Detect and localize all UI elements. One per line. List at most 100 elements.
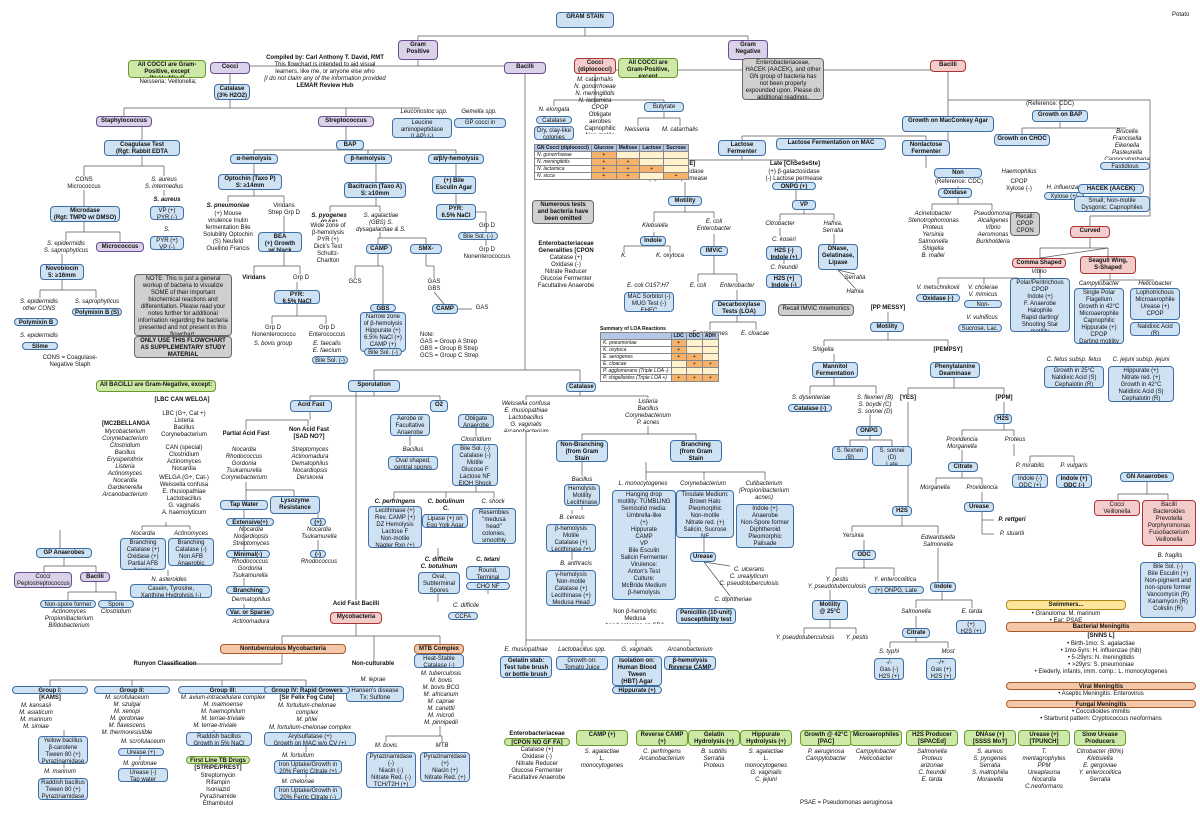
indole2: Indole [930,582,956,592]
all-bacilli-note: All BACILLI are Gram-Negative, except: [96,380,216,392]
odc: ODC [852,550,876,560]
summary-table-title: DNAse (+) [SSSS Mo?] [964,730,1016,746]
loa-table-cell: + [701,374,719,382]
entero-bot: Catalase (+) Oxidase (-) Nitrate Reducer… [508,747,566,781]
cta-table-cell: + [590,151,617,159]
loa-table-cell [685,339,703,347]
mannitol: Mannitol Fermentation [812,362,858,378]
oval-spores: Oval shaped, central spores [388,456,438,470]
hansen: Hansen's disease Tx: Sulfone Dapsone [346,686,404,702]
loa-table-cell: + [670,346,687,354]
all-cocci-sub: Neisseria; Veillonella; Moraxella [139,79,197,85]
h2s4: H2S [892,506,912,516]
spneumoniae: S. pneumoniae [206,203,250,209]
arylsulfatase: Arylsulfatase (+) Growth on MAC w/o CV (… [264,732,356,746]
ssonnei: S. sonnei (D) Late Lactose Fermenter [872,446,912,466]
summary-table-body: S. agalactiae L. monocytogenes G. vagina… [744,749,788,783]
non-culturable: Non-culturable [351,661,395,667]
loa-table-cell: + [670,374,687,382]
klebsiella: Klebsiella [642,223,668,229]
arcanobacterium: Arcanobacterium [667,647,713,653]
loa-table-cell: K. pneumoniae [600,339,672,347]
spyogenes: S. pyogenes (GAS) [311,213,347,222]
gp-bacilli: Bacilli [80,572,110,582]
o2: O2 [430,400,448,412]
cpop-xylose: CPOP Xylose (-) [1006,179,1032,192]
camp: CAMP [366,244,392,254]
non-fermenters: Non Fermenters [934,168,982,178]
var-sparse: Var. or Sparse [226,608,274,616]
pvulgaris: P. vulgaris [1060,463,1088,469]
neisseria: Neisseria [624,127,650,133]
catalase-neg2: Catalase (-) [788,404,832,412]
microdase: Microdase (Rgt: TMPD w/ DMSO) [50,206,120,222]
cta-table-head: Glucose [590,144,617,152]
summary-table-body: T. mentagrophytes PPM Ureaplasma Nocardi… [1022,749,1066,788]
cho: CHO NF [466,582,510,590]
sflex2: S. flexneri (B) S. boydii (C) [832,446,868,460]
arc-desc: β-hemolysis Reverse CAMP (+) [664,656,716,670]
hippurate: Hippurate (+) [612,686,662,694]
pstuartii: P. stuartii [999,531,1025,537]
urease-neg: Urease (-) Tap water bacillus [118,768,168,782]
erhusiopathiae: E. rhusiopathiae [504,647,548,653]
cta-table-cell: N. sicca [534,172,592,180]
imvic: IMViC [700,246,728,256]
sbovis: S. bovis group [253,341,293,347]
group4-list: M. fortuitum-chelonae complex M. phlei M… [277,703,337,723]
corynebacterium: Corynebacterium [680,481,726,487]
cfetus: C. fetus subsp. fetus [1046,357,1102,363]
mycobacteria: Mycobacteria [330,612,382,624]
summary-table-body: Citrobacter (80%) Klebsiella E. gergovia… [1076,749,1124,783]
pos-cocci: Cocci [210,62,250,74]
saureus: S. aureus [153,197,181,203]
cutib-desc: Indole (+) Anaerobe Non-Spore former Dip… [736,504,794,548]
lbc-can: [LBC CAN WELGA] [154,397,210,403]
catalase2: Catalase [566,382,596,392]
culcerans: C. ulcerans C. urealyticum C. pseudotube… [719,567,779,587]
lysozyme: Lysozyme Resistance [270,496,320,514]
growth-macconkey: Growth on MacConkey Agar [902,116,994,132]
compiled-by: Compiled by: Carl Anthony T. David, RMT [266,55,384,61]
aerobe: Aerobe or Facultative Anaerobe [390,414,430,436]
acid-fast: Acid Fast [290,400,332,412]
streptococcus: Streptococcus [318,116,374,127]
styphi: S. typhi [878,649,899,655]
vibrio: Vibrio [1031,269,1047,275]
gvaginalis: G. vaginalis [621,647,653,653]
ctet-desc: Round, Terminal Spores [466,566,510,580]
lyso-pos-list: Nocardia Tsukamurella [301,527,337,540]
fastidious: Fastidious [1100,162,1150,170]
motility2: Motility [870,322,904,332]
gcs: GCS [348,279,362,285]
lmonocytogenes: L. monocytogenes [618,481,668,487]
indole-neg: Indole (-) ODC (+) [1012,474,1048,488]
nonaf-list: Streptomyces Actinomadura Dematophilus N… [291,447,329,481]
root-gram-stain: GRAM STAIN [556,12,614,28]
all-cocci-note: All COCCI are Gram-Positive, except [NeV… [128,60,206,78]
citrobacter: Citrobacter [765,221,795,227]
only-use-note: ONLY USE THIS FLOWCHART AS SUPPLEMENTARY… [134,336,232,358]
cta-table-cell [663,165,689,173]
pyr65b: PYR: 6.5% NaCl [436,204,476,220]
grpd-ent2: Grp D Enterococcus [478,223,495,229]
corner-label: Potato [1172,12,1190,18]
curved: Curved [1070,226,1110,238]
hacek-desc: Small; Non-motile Dysgonic; Capnophiles [1074,196,1150,212]
cfreundii: C. freundii [770,265,798,271]
providencia: Providencia [966,485,998,491]
loa-table-cell: K. oxytoca [600,346,672,354]
mmarinum: M. marinum [44,769,76,775]
connector-line [837,269,856,275]
vmetschnikovii: V. metschnikovii [916,285,960,291]
grpd-non2: Grp D Nonenterococcus [463,247,511,260]
gas-note: Note: GAS = Group A Strep GBS = Group B … [420,332,479,359]
mmarinum-desc: Raddish bacillus Tween 80 (+) Pyrazinami… [38,778,88,800]
enterobacter: Enterobacter [720,283,755,289]
pmirabilis: P. mirabilis [1015,463,1045,469]
group1-list: M. kansasii M. asiaticum M. marinum M. s… [19,703,53,730]
cshock: C. shock [481,499,505,505]
grpd-non: Grp D Nonenterococcus [252,325,296,338]
neg-bacilli: Bacilli [930,60,966,72]
